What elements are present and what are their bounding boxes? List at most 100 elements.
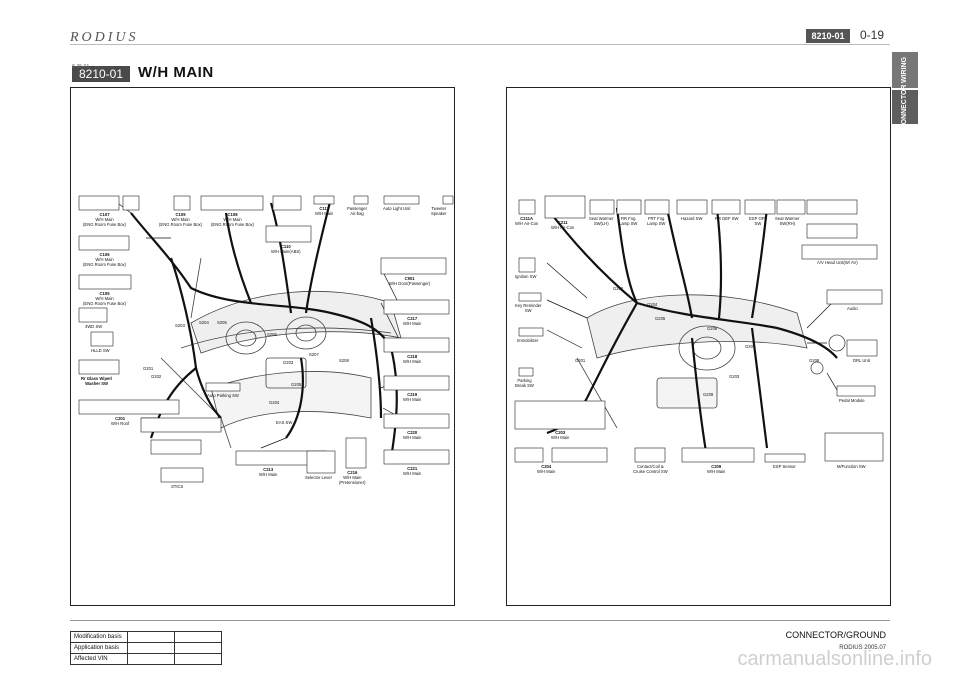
component-auto-parking-sw: Auto Parking SW — [207, 393, 239, 398]
component-4wd-sw: 4WD SW — [85, 324, 103, 329]
connector-desc: W/H Roof — [111, 421, 130, 426]
connector-desc: W/H Main — [403, 359, 422, 364]
component-rr-fog-lamp-sw: RR Fog Lamp SW — [619, 216, 638, 226]
brand-logo: RODIUS — [70, 30, 139, 45]
component-immobilizer: Immobilizer — [517, 338, 539, 343]
ground-s207: S207 — [309, 352, 319, 357]
component-passenger-airbag: Passenger Air-bag — [347, 206, 368, 216]
connector-id: C217 — [407, 316, 418, 321]
connector-id: C111 — [319, 206, 329, 211]
connector-id: C219 — [407, 392, 418, 397]
connector-id: C106 — [99, 252, 110, 257]
connector-desc: W/H Main — [315, 211, 334, 216]
connector-id: C110 — [280, 244, 291, 249]
table-row: Affected VIN — [70, 653, 222, 665]
ground-g205: G205 — [291, 382, 302, 387]
ground-s208: S208 — [339, 358, 349, 363]
component-contact-coil: Contact/Coil & Cruise Control SW — [633, 464, 668, 474]
connector-desc: W/H Main — [551, 435, 570, 440]
tab-connector-label: CONNECTOR — [901, 84, 908, 130]
connector-id: C218 — [407, 354, 418, 359]
connector-id: C211 — [557, 220, 568, 225]
table-row: Application basis — [70, 642, 222, 654]
connector-desc: W/H Air-Con — [515, 221, 539, 226]
ground-g204: G204 — [269, 400, 280, 405]
table-cell — [127, 653, 175, 665]
connector-id: C105 — [99, 291, 110, 296]
component-rr-glass-wiper-sw: Rr Glass Wiper/ Washer SW — [81, 376, 113, 386]
ground-g202: G202 — [613, 286, 624, 291]
title-code: 8210-01 — [78, 67, 124, 81]
ground-s203: S203 — [175, 323, 185, 328]
component-pedal-module: Pedal Module — [839, 398, 865, 403]
table-cell — [174, 642, 222, 654]
connector-id: C109 — [175, 212, 186, 217]
connector-id: C201 — [115, 416, 126, 421]
ground-s206: S206 — [267, 332, 277, 337]
component-esp-sensor: ESP Sensor — [773, 464, 796, 469]
connector-id: C901 — [404, 276, 415, 281]
component-hlld-sw: HLLD SW — [91, 348, 110, 353]
table-cell — [127, 631, 175, 643]
connector-desc: W/H Main — [403, 321, 422, 326]
ground-g205: G205 — [655, 316, 666, 321]
component-frt-fog-lamp-sw: FRT Fog Lamp SW — [647, 216, 666, 226]
ground-g203: G203 — [283, 360, 294, 365]
footer-title: CONNECTOR/GROUND — [785, 630, 886, 640]
ground-g201: G201 — [143, 366, 154, 371]
section-badge: 8210-01 — [806, 29, 850, 43]
connector-desc: W/H Main — [259, 472, 278, 477]
connector-id: C216 — [347, 470, 358, 475]
tab-connector[interactable]: CONNECTOR — [892, 85, 918, 129]
component-selector-lever: Selector Lever — [305, 475, 332, 480]
footer-divider — [70, 620, 890, 621]
connector-desc: W/H Main (ENG Room Fuse Box) — [83, 257, 127, 267]
connector-id: C213 — [263, 467, 274, 472]
title-tiny-code: 8-35-01 — [72, 64, 90, 70]
connector-id: C211A — [520, 216, 534, 221]
component-hazard-sw: Hazard SW — [681, 216, 703, 221]
component-key-reminder-sw: Key Reminder SW — [515, 303, 542, 313]
connector-desc: W/H Main (Pretensioner) — [339, 475, 366, 485]
table-row: Modification basis — [70, 631, 222, 643]
component-audio: Audio — [847, 306, 858, 311]
component-stics: STICS — [171, 484, 184, 489]
connector-desc: W/H Main (ENG Room Fuse Box) — [83, 217, 127, 227]
connector-desc: W/H Main — [537, 469, 556, 474]
page-title: W/H MAIN — [138, 64, 214, 81]
tab-wiring[interactable]: WIRING — [892, 52, 918, 88]
tab-wiring-label: WIRING — [901, 56, 908, 84]
footer-subtitle: RODIUS 2005.07 — [839, 645, 886, 651]
connector-desc: W/H Main(ABS) — [271, 249, 301, 254]
component-seat-warmer-rh: Seat Warmer SW(RH) — [775, 216, 800, 226]
connector-desc: W/H Main (ENG Room Fuse Box) — [159, 217, 203, 227]
component-drl-unit: DRL Unit — [853, 358, 870, 363]
component-tweeter-speaker: Tweeter Speaker — [431, 206, 447, 216]
header-divider — [70, 44, 890, 45]
ground-g202: G202 — [151, 374, 162, 379]
ground-g201: G201 — [575, 358, 586, 363]
component-eas-sw: EAS SW — [276, 420, 293, 425]
table-cell: Modification basis — [70, 631, 128, 643]
table-cell — [174, 631, 222, 643]
component-mfunction-sw: M/Function SW — [837, 464, 866, 469]
page-number: 0-19 — [860, 28, 885, 42]
component-rr-def-sw: RR DEF SW — [715, 216, 739, 221]
